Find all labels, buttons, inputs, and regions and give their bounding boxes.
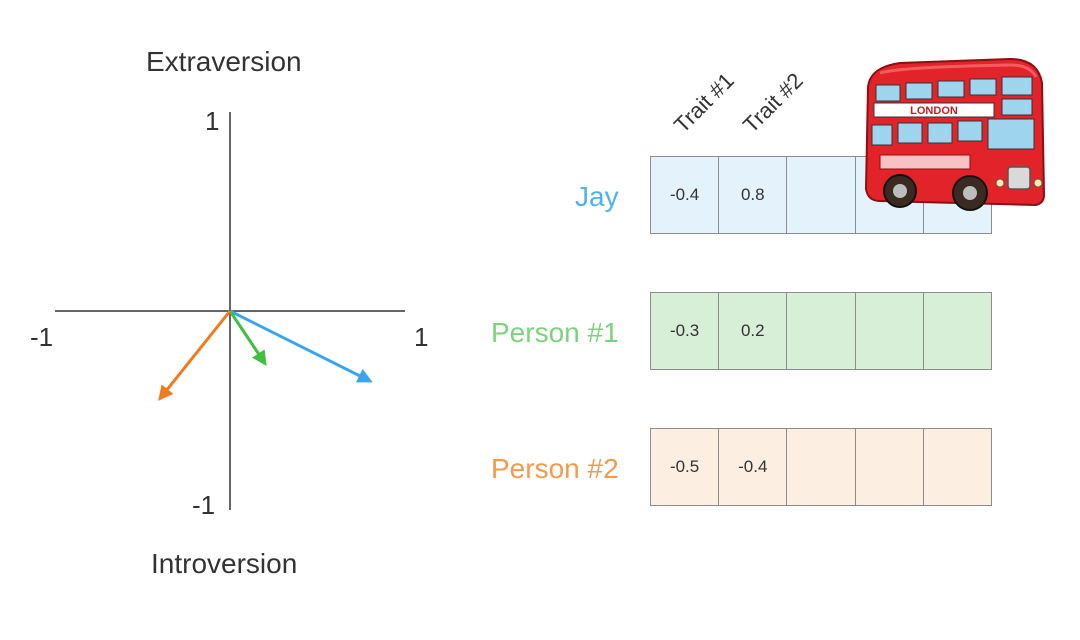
cell: -0.4 xyxy=(650,156,720,234)
tick-x-right: 1 xyxy=(414,322,429,352)
cell xyxy=(786,428,856,506)
cell xyxy=(854,428,924,506)
cell xyxy=(786,292,856,370)
vector-person-1 xyxy=(228,310,267,366)
table-row: -0.5 -0.4 xyxy=(650,428,996,506)
cell: 0.2 xyxy=(718,292,788,370)
row-label-person-1: Person #1 xyxy=(491,317,619,348)
cell: 0.8 xyxy=(718,156,788,234)
cell xyxy=(854,156,924,234)
tick-y-top: 1 xyxy=(205,106,220,136)
axis-top-label: Extraversion xyxy=(146,46,302,77)
cell xyxy=(922,428,992,506)
cell xyxy=(922,292,992,370)
cell xyxy=(854,292,924,370)
cell: -0.5 xyxy=(650,428,720,506)
cell xyxy=(922,156,992,234)
vector-person-2 xyxy=(158,310,232,401)
row-label-jay: Jay xyxy=(575,181,619,212)
cell: -0.3 xyxy=(650,292,720,370)
vector-jay xyxy=(229,309,373,383)
cell xyxy=(786,156,856,234)
table-row: -0.4 0.8 xyxy=(650,156,996,234)
row-label-person-2: Person #2 xyxy=(491,453,619,484)
table-row: -0.3 0.2 xyxy=(650,292,996,370)
tick-y-bottom: -1 xyxy=(192,490,216,520)
axis-bottom-label: Introversion xyxy=(151,548,298,579)
cell: -0.4 xyxy=(718,428,788,506)
tick-x-left: -1 xyxy=(30,322,54,352)
